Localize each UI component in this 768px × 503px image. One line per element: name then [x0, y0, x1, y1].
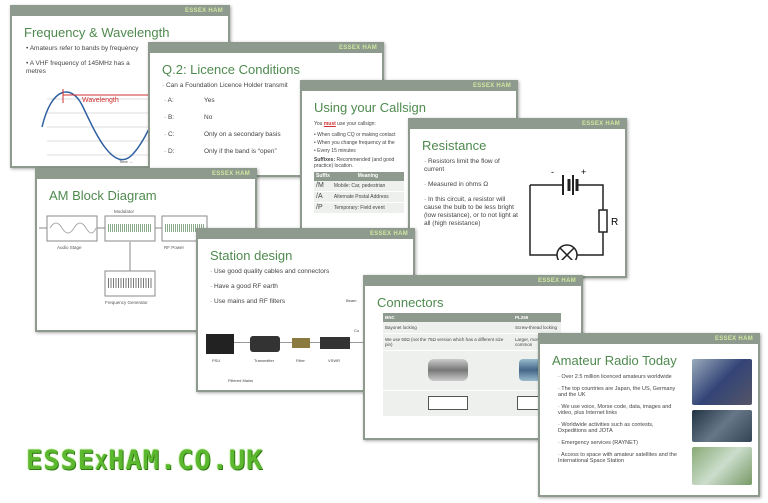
slide-title: Q.2: Licence Conditions	[162, 62, 301, 77]
slide-amateur-radio-today[interactable]: ESSEX HAM Amateur Radio Today · Over 2.5…	[538, 333, 760, 497]
filter-label: Filter	[296, 358, 305, 363]
slide-header-bar: ESSEX HAM	[150, 44, 382, 53]
slide-title: Amateur Radio Today	[552, 353, 677, 368]
vswr-image	[320, 337, 350, 349]
psu-image	[206, 334, 234, 354]
suffix-note: Suffixes: Recommended (and good practice…	[314, 157, 395, 169]
radio-shack-photo	[692, 359, 752, 405]
bullet: · The top countries are Japan, the US, G…	[558, 386, 676, 398]
circuit-diagram: - + R	[529, 167, 618, 260]
bullet: · We use voice, Morse code, data, images…	[558, 404, 672, 416]
slide-title: Using your Callsign	[314, 100, 426, 115]
bullet: · In this circuit, a resistor will cause…	[424, 196, 518, 227]
slide-header-bar: ESSEX HAM	[12, 7, 228, 16]
essexham-logo: ESSEXHAM.CO.UK	[26, 445, 264, 476]
block-diagram: Modulator Audio Stage RF Power Frequency…	[39, 209, 208, 305]
option-d: · D:Only if the band is “open”	[164, 148, 277, 155]
resistor-label: R	[611, 217, 618, 228]
psu-label: PSU	[212, 358, 221, 363]
minus-label: -	[551, 167, 554, 177]
bullet: · Measured in ohms Ω	[424, 181, 489, 188]
slide-header-bar: ESSEX HAM	[410, 120, 625, 129]
option-b: · B:No	[164, 114, 213, 121]
bullet: • Every 15 minutes	[314, 148, 356, 154]
bullet: • Amateurs refer to bands by frequency	[26, 45, 139, 52]
filter-image	[292, 338, 310, 348]
bullet: • A VHF frequency of 145MHz has a	[26, 60, 130, 67]
slide-header-bar: ESSEX HAM	[365, 277, 581, 286]
transmitter-label: Transmitter	[254, 358, 275, 363]
bullet: · Use good quality cables and connectors	[210, 268, 330, 275]
must-text: You must use your callsign:	[314, 121, 376, 127]
side-label: Co	[354, 328, 360, 333]
bnc-connector-image	[428, 359, 468, 381]
slide-resistance[interactable]: ESSEX HAM Resistance · Resistors limit t…	[408, 118, 627, 278]
bullet: · Worldwide activities such as contests,…	[558, 422, 654, 434]
vswr-label: VSWR	[328, 358, 340, 363]
wavelength-label: Wavelength	[82, 97, 119, 104]
bullet: · Over 2.5 million licenced amateurs wor…	[558, 374, 672, 380]
audio-stage-label: Audio Stage	[57, 245, 82, 250]
slide-title: AM Block Diagram	[49, 188, 157, 203]
option-c: · C:Only on a secondary basis	[164, 131, 281, 138]
slide-header-bar: ESSEX HAM	[540, 335, 758, 344]
bullet: · Access to space with amateur satellite…	[558, 452, 677, 464]
slide-title: Station design	[210, 248, 293, 263]
slide-header-bar: ESSEX HAM	[302, 82, 516, 91]
bullet: • When calling CQ or making contact	[314, 132, 396, 138]
slide-header-bar: ESSEX HAM	[198, 230, 413, 239]
bullet: · Resistors limit the flow of current	[424, 158, 500, 173]
bnc-diagram-image	[428, 396, 468, 410]
group-photo	[692, 447, 752, 485]
question: · Can a Foundation Licence Holder transm…	[162, 82, 288, 89]
bullet: · Emergency services (RAYNET)	[558, 440, 638, 446]
bullet: • When you change frequency at the	[314, 140, 395, 146]
bullet: · Have a good RF earth	[210, 283, 278, 290]
space-station-photo	[692, 410, 752, 442]
axis-label: Time →	[119, 159, 133, 164]
bullet: metres	[26, 68, 46, 75]
slide-title: Frequency & Wavelength	[24, 25, 170, 40]
plus-label: +	[581, 167, 586, 177]
filtered-mains-label: Filtered Mains	[228, 378, 254, 383]
modulator-label: Modulator	[114, 209, 135, 214]
option-a: · A:Yes	[164, 97, 215, 104]
rf-power-label: RF Power	[164, 245, 185, 250]
slide-header-bar: ESSEX HAM	[37, 170, 255, 179]
frequency-generator-label: Frequency Generator	[105, 300, 148, 305]
slide-title: Connectors	[377, 295, 444, 310]
transmitter-image	[250, 336, 280, 352]
slide-title: Resistance	[422, 138, 487, 153]
beam-label: Beam	[346, 298, 357, 303]
bullet: · Use mains and RF filters	[210, 298, 286, 305]
